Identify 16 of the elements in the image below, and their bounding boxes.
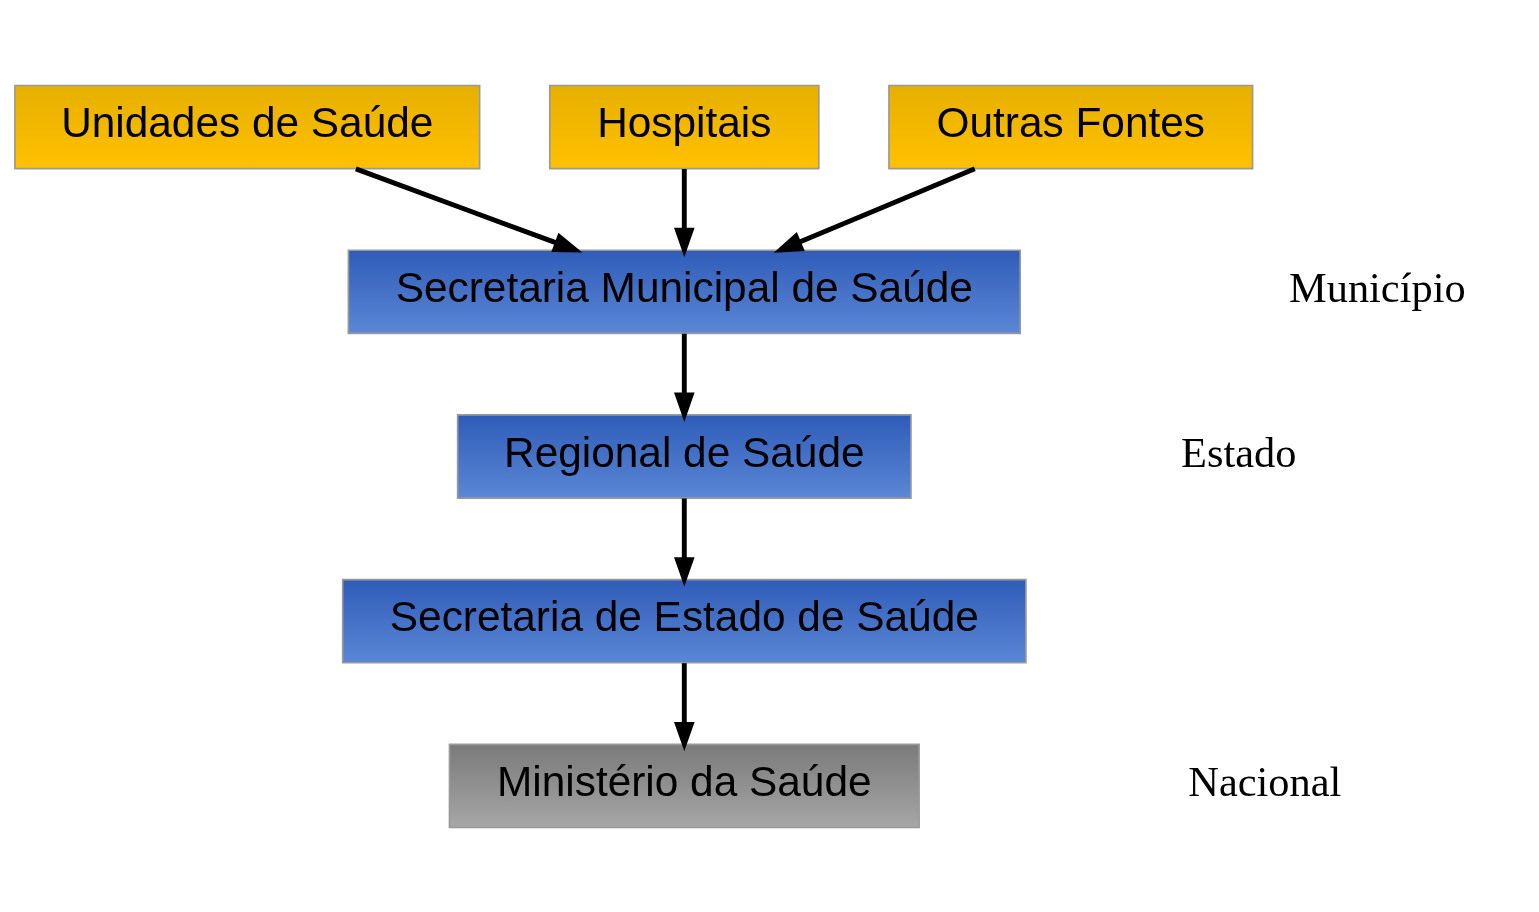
node-box: Regional de Saúde [456, 413, 912, 499]
node-box: Hospitais [548, 84, 820, 169]
node-box: Ministério da Saúde [448, 743, 920, 828]
label: Nacional [1188, 757, 1342, 805]
label: Município [1289, 263, 1466, 311]
node-box: Secretaria de Estado de Saúde [341, 578, 1027, 664]
arrow [773, 166, 976, 253]
arrow [355, 166, 583, 253]
arrow [674, 497, 695, 587]
node-box: Outras Fontes [888, 84, 1254, 169]
arrow [674, 662, 695, 751]
label: Estado [1181, 428, 1297, 476]
node-box: Unidades de Saúde [14, 84, 481, 169]
arrow [674, 168, 695, 257]
node-box: Secretaria Municipal de Saúde [347, 248, 1022, 334]
arrow [674, 333, 695, 422]
